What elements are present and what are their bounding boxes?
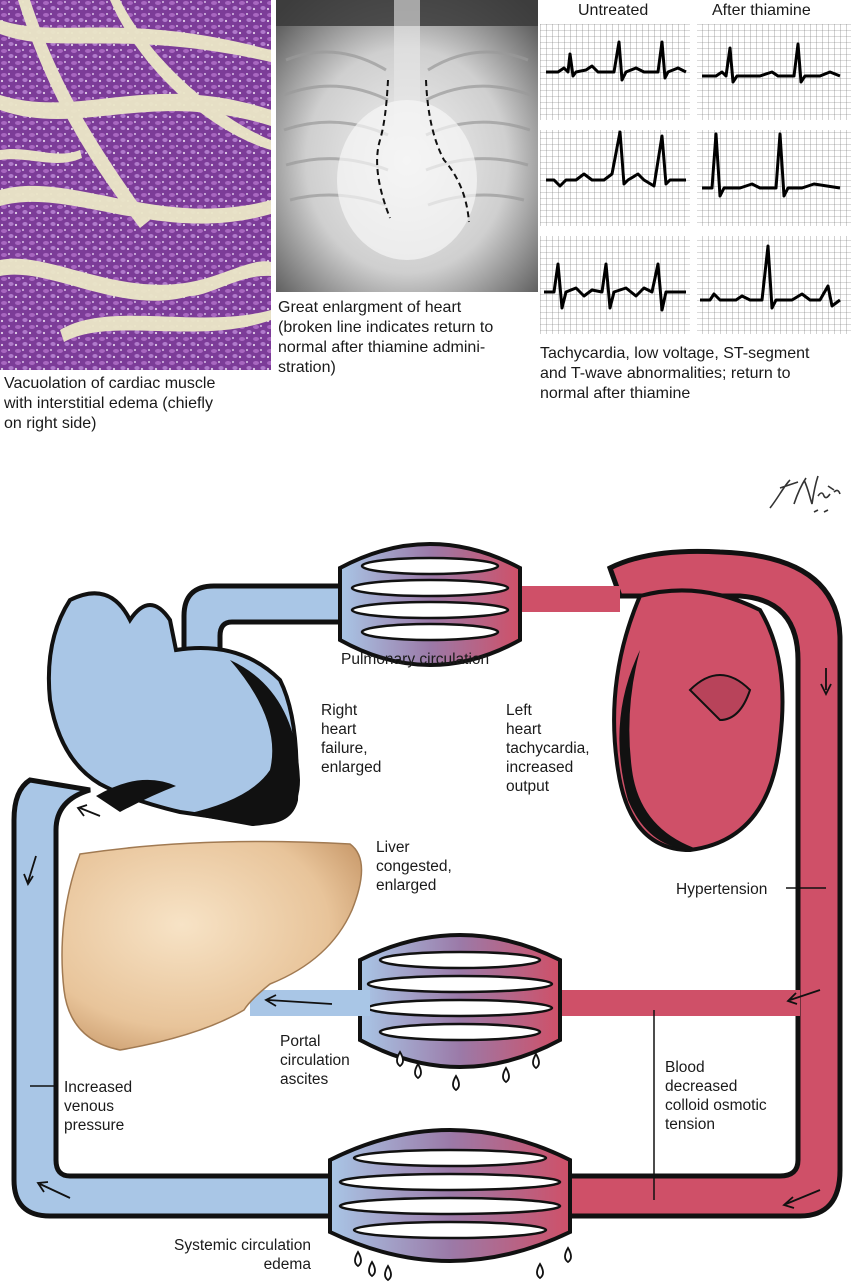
ecg-header-after-thiamine: After thiamine: [712, 2, 811, 19]
ecg-trace-untreated-3: [544, 262, 686, 312]
ecg-header-untreated: Untreated: [578, 2, 649, 19]
ecg-trace-untreated-2: [546, 130, 686, 188]
circulation-diagram: [0, 520, 851, 1284]
liver: [61, 840, 363, 1051]
fluid-droplets: [354, 1050, 572, 1282]
portal-capillaries: [250, 933, 562, 1069]
leader-lines: [30, 887, 826, 1200]
ecg-trace-treated-2: [702, 132, 841, 198]
venous-pressure-label: Increased venous pressure: [64, 1079, 133, 1134]
right-heart-label: Right heart failure, enlarged: [321, 702, 382, 776]
histology-caption: Vacuolation of cardiac muscle with inter…: [4, 375, 216, 432]
histology-image: [0, 0, 271, 370]
pulmonary-capillaries: [338, 542, 522, 667]
systemic-capillaries: [328, 1128, 572, 1263]
liver-label: Liver congested, enlarged: [376, 839, 452, 894]
ecg-strips: [540, 24, 851, 336]
chest-xray-image: [276, 0, 538, 292]
portal-circulation-label: Portal circulation ascites: [280, 1033, 350, 1088]
xray-caption: Great enlargment of heart (broken line i…: [278, 299, 494, 376]
artist-signature: [764, 468, 844, 518]
ecg-trace-treated-1: [702, 42, 841, 84]
left-heart-label: Left heart tachycardia, increased output: [506, 702, 590, 795]
right-heart: [46, 591, 300, 826]
ecg-trace-treated-3: [700, 244, 841, 310]
ecg-caption: Tachycardia, low voltage, ST-segment and…: [540, 345, 810, 402]
left-heart: [612, 588, 785, 853]
blood-label: Blood decreased colloid osmotic tension: [665, 1059, 767, 1133]
pulmonary-circulation-label: Pulmonary circulation: [341, 651, 490, 668]
flow-arrows: [23, 668, 832, 1209]
systemic-circulation-label: Systemic circulation edema: [174, 1237, 311, 1273]
ecg-trace-untreated-1: [546, 40, 687, 82]
hypertension-label: Hypertension: [676, 881, 768, 898]
